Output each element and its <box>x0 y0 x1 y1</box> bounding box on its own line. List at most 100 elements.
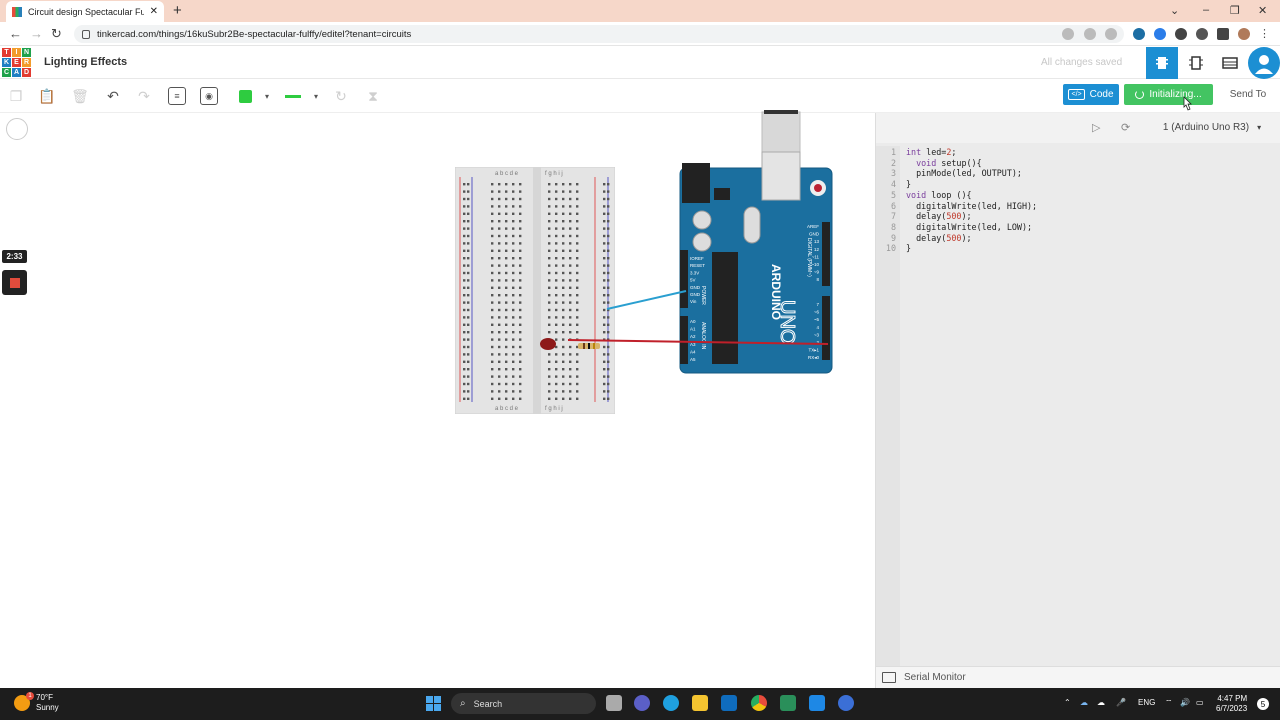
breadboard-hole[interactable] <box>555 338 558 341</box>
breadboard-hole[interactable] <box>607 338 610 341</box>
breadboard-hole[interactable] <box>548 212 551 215</box>
breadboard-hole[interactable] <box>555 331 558 334</box>
breadboard-hole[interactable] <box>498 323 501 326</box>
breadboard-hole[interactable] <box>491 183 494 186</box>
breadboard-hole[interactable] <box>463 212 466 215</box>
breadboard-hole[interactable] <box>569 190 572 193</box>
breadboard-hole[interactable] <box>519 338 522 341</box>
breadboard-hole[interactable] <box>505 331 508 334</box>
breadboard-hole[interactable] <box>491 286 494 289</box>
breadboard-hole[interactable] <box>569 257 572 260</box>
breadboard-hole[interactable] <box>467 390 470 393</box>
breadboard-hole[interactable] <box>576 212 579 215</box>
breadboard-hole[interactable] <box>603 375 606 378</box>
breadboard-hole[interactable] <box>555 183 558 186</box>
breadboard-hole[interactable] <box>505 390 508 393</box>
breadboard-hole[interactable] <box>576 323 579 326</box>
breadboard-hole[interactable] <box>519 345 522 349</box>
breadboard-hole[interactable] <box>576 220 579 223</box>
breadboard-hole[interactable] <box>467 227 470 230</box>
breadboard-hole[interactable] <box>498 382 501 386</box>
breadboard-hole[interactable] <box>467 279 470 282</box>
breadboard-hole[interactable] <box>463 397 466 400</box>
breadboard-hole[interactable] <box>505 264 508 267</box>
breadboard-hole[interactable] <box>569 294 572 297</box>
forward-icon[interactable]: → <box>30 26 43 41</box>
breadboard-hole[interactable] <box>463 264 466 267</box>
code-button[interactable]: </> Code <box>1063 84 1119 105</box>
breadboard-hole[interactable] <box>555 197 558 201</box>
breadboard-hole[interactable] <box>467 286 470 289</box>
install-app-icon[interactable] <box>1062 28 1074 40</box>
breadboard-hole[interactable] <box>512 382 515 386</box>
breadboard-hole[interactable] <box>555 286 558 289</box>
breadboard-hole[interactable] <box>498 279 501 282</box>
breadboard-hole[interactable] <box>467 249 470 252</box>
notes-icon[interactable]: ≡ <box>168 87 186 105</box>
breadboard-hole[interactable] <box>569 286 572 289</box>
breadboard-hole[interactable] <box>576 257 579 260</box>
breadboard-hole[interactable] <box>519 397 522 400</box>
onedrive-icon[interactable]: ☁ <box>1080 698 1088 707</box>
code-line[interactable]: 6 digitalWrite(led, HIGH); <box>878 201 1037 212</box>
breadboard-hole[interactable] <box>519 257 522 260</box>
breadboard-hole[interactable] <box>512 264 515 267</box>
breadboard-hole[interactable] <box>463 286 466 289</box>
breadboard-hole[interactable] <box>576 234 579 238</box>
new-tab-icon[interactable]: + <box>173 2 182 19</box>
breadboard-hole[interactable] <box>562 353 565 356</box>
code-line[interactable]: 4} <box>878 179 1037 190</box>
breadboard-hole[interactable] <box>603 264 606 267</box>
breadboard-hole[interactable] <box>463 360 466 363</box>
copy-icon[interactable]: ❐ <box>9 87 23 104</box>
breadboard-hole[interactable] <box>512 331 515 334</box>
breadboard-hole[interactable] <box>607 316 610 319</box>
breadboard-hole[interactable] <box>491 345 494 349</box>
breadboard-hole[interactable] <box>569 271 572 275</box>
back-icon[interactable]: ← <box>9 26 22 41</box>
breadboard-hole[interactable] <box>505 271 508 275</box>
breadboard-hole[interactable] <box>463 205 466 208</box>
breadboard-hole[interactable] <box>519 279 522 282</box>
breadboard-hole[interactable] <box>467 316 470 319</box>
breadboard-hole[interactable] <box>498 375 501 378</box>
breadboard-hole[interactable] <box>491 294 494 297</box>
breadboard-hole[interactable] <box>603 345 606 349</box>
breadboard-hole[interactable] <box>607 197 610 201</box>
breadboard-hole[interactable] <box>548 308 551 312</box>
breadboard-hole[interactable] <box>562 271 565 275</box>
breadboard-hole[interactable] <box>569 249 572 252</box>
breadboard-hole[interactable] <box>576 227 579 230</box>
cloud-icon[interactable]: ☁ <box>1097 698 1105 707</box>
breadboard-hole[interactable] <box>555 227 558 230</box>
breadboard-hole[interactable] <box>555 397 558 400</box>
battery-icon[interactable]: ▭ <box>1196 698 1204 707</box>
breadboard-hole[interactable] <box>569 212 572 215</box>
breadboard-hole[interactable] <box>512 294 515 297</box>
serial-monitor-bar[interactable]: Serial Monitor <box>876 666 1280 688</box>
breadboard-hole[interactable] <box>607 323 610 326</box>
user-avatar[interactable] <box>1248 47 1280 79</box>
breadboard-hole[interactable] <box>519 294 522 297</box>
language-indicator[interactable]: ENG <box>1138 698 1156 707</box>
breadboard-hole[interactable] <box>505 183 508 186</box>
breadboard-hole[interactable] <box>548 360 551 363</box>
breadboard-hole[interactable] <box>505 397 508 400</box>
breadboard-hole[interactable] <box>463 382 466 386</box>
wire-type-picker[interactable] <box>283 87 303 105</box>
breadboard-hole[interactable] <box>555 271 558 275</box>
breadboard-hole[interactable] <box>505 205 508 208</box>
breadboard-hole[interactable] <box>607 271 610 275</box>
breadboard-hole[interactable] <box>491 397 494 400</box>
breadboard-hole[interactable] <box>498 271 501 275</box>
breadboard-hole[interactable] <box>519 331 522 334</box>
breadboard-hole[interactable] <box>569 331 572 334</box>
breadboard-hole[interactable] <box>467 360 470 363</box>
breadboard-hole[interactable] <box>463 390 466 393</box>
breadboard-hole[interactable] <box>562 345 565 349</box>
notes-visibility-icon[interactable]: ◉ <box>200 87 218 105</box>
breadboard-hole[interactable] <box>467 375 470 378</box>
breadboard-hole[interactable] <box>512 227 515 230</box>
